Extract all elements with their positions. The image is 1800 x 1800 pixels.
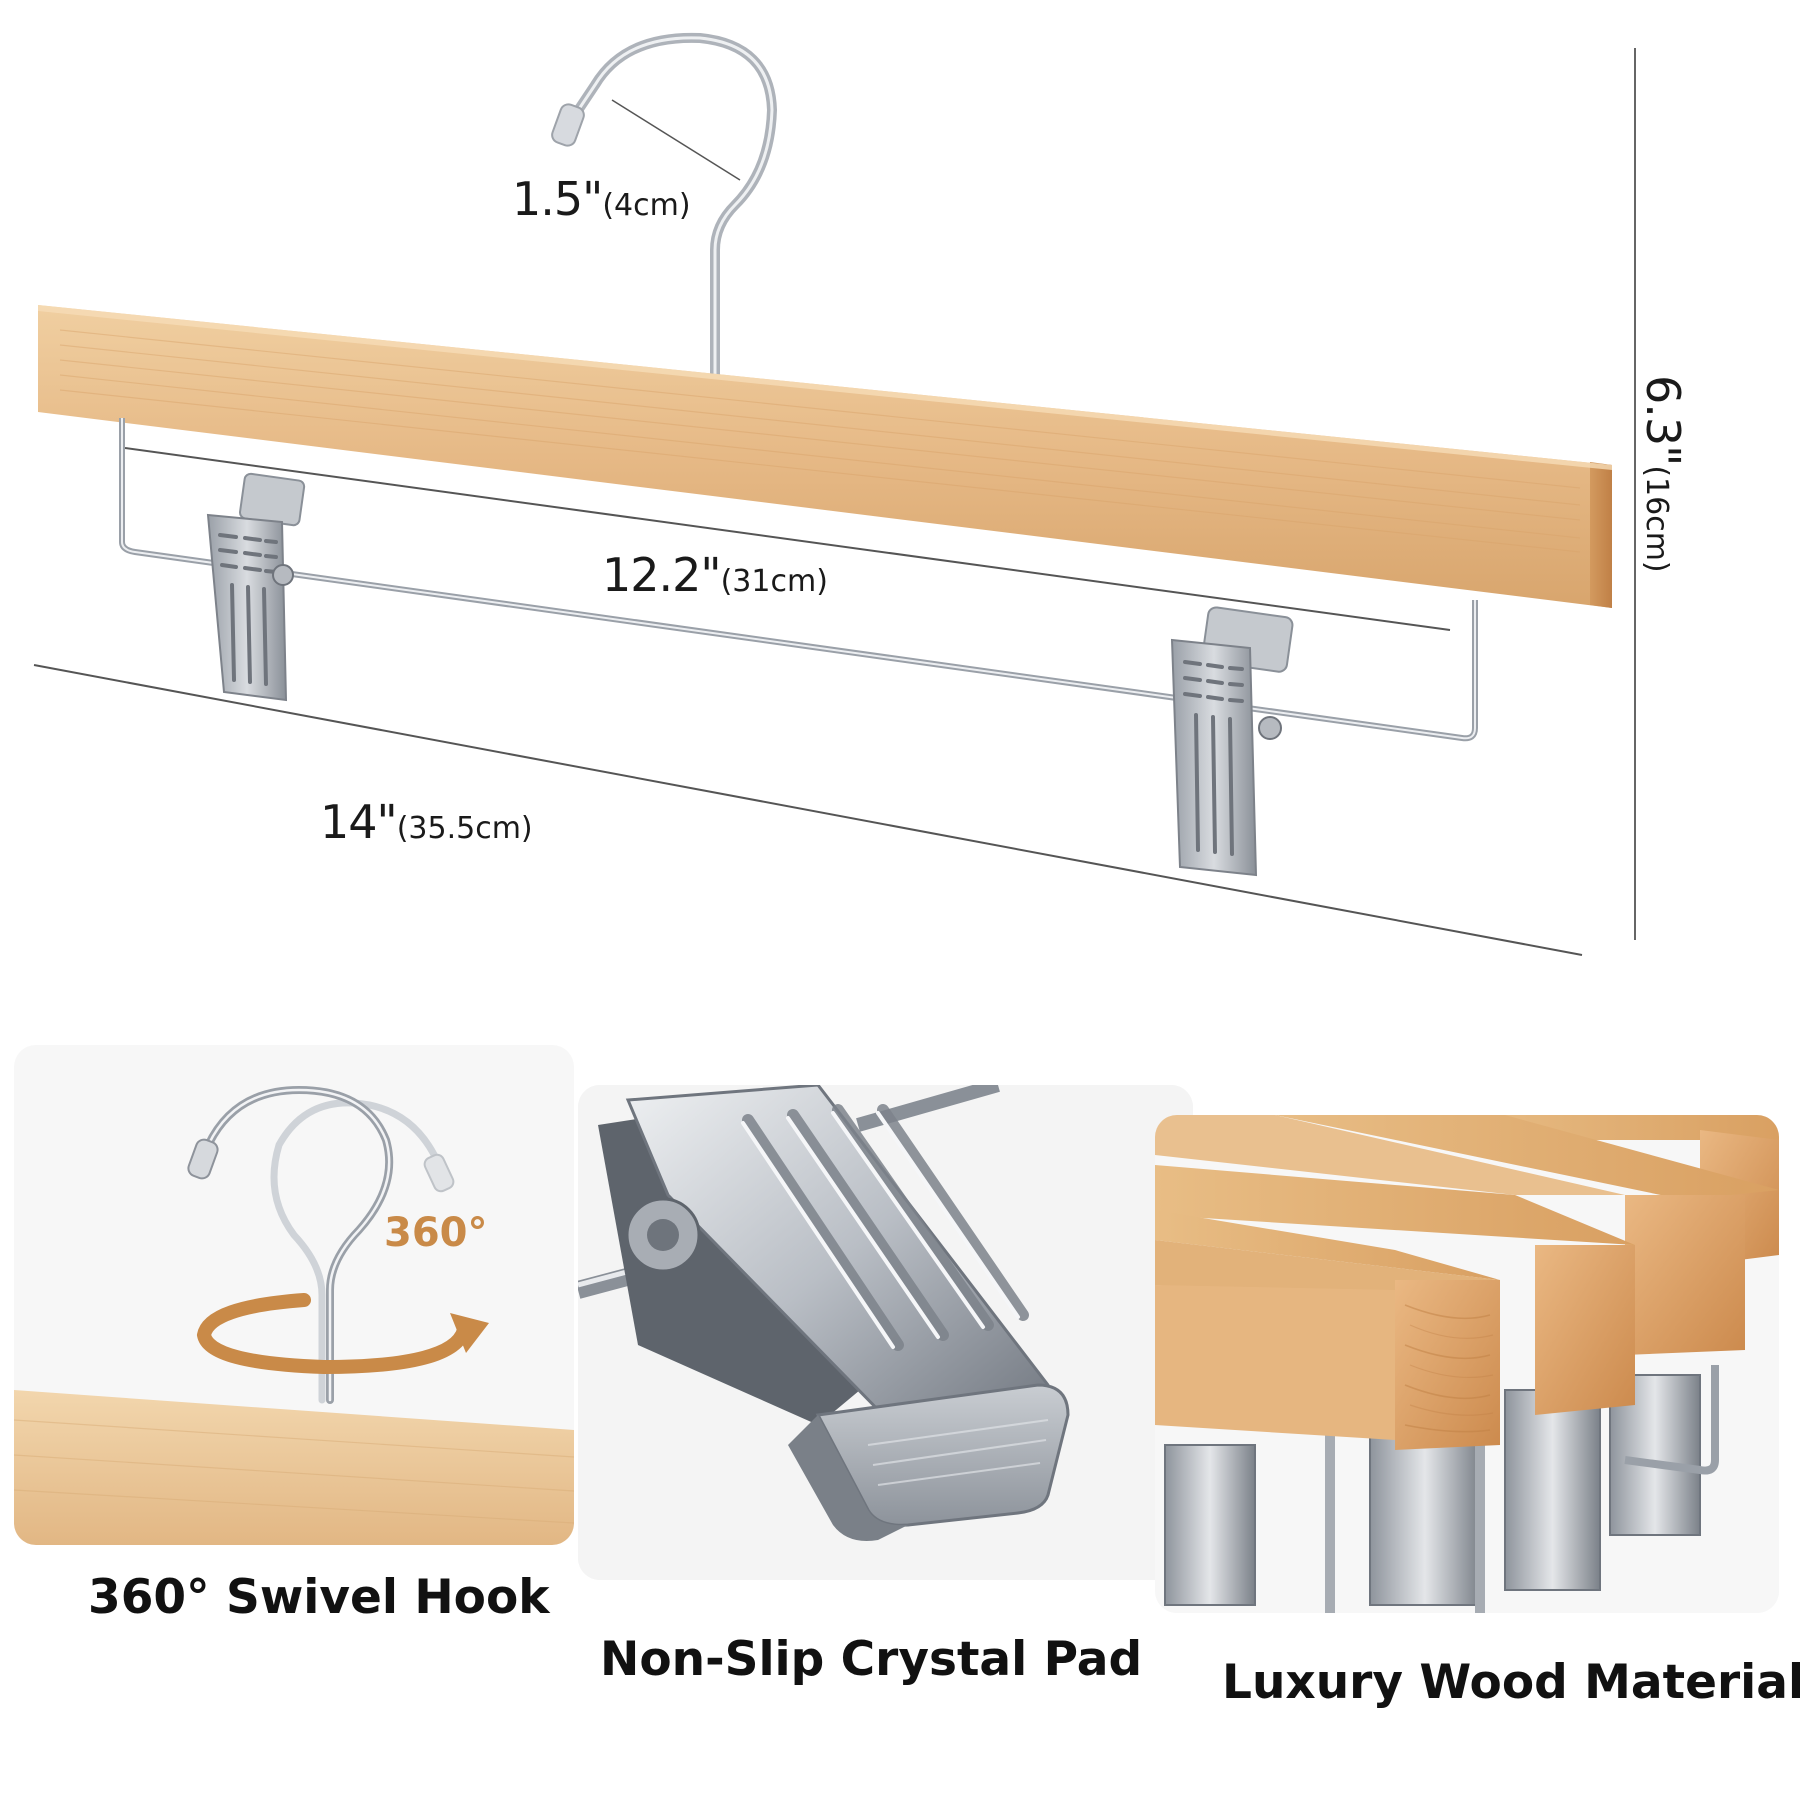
hook-icon: [551, 32, 778, 390]
clip-icon: [1170, 606, 1294, 877]
hook-dimension-label: 1.5"(4cm): [512, 172, 691, 226]
swivel-hook-panel: 360°: [14, 1045, 574, 1545]
wood-material-image: [1155, 1115, 1779, 1613]
height-dimension-label: 6.3"(16cm): [1636, 375, 1690, 573]
clip-span-dimension-line: [124, 447, 1451, 631]
clip-span-dimension-label: 12.2"(31cm): [602, 548, 828, 602]
crystal-pad-panel: [578, 1085, 1193, 1580]
length-dimension-line: [33, 664, 1583, 956]
length-dimension-label: 14"(35.5cm): [320, 795, 533, 849]
crystal-pad-caption: Non-Slip Crystal Pad: [600, 1632, 1143, 1687]
crystal-pad-image: [578, 1085, 1193, 1580]
wood-material-panel: [1155, 1115, 1779, 1613]
swivel-hook-caption: 360° Swivel Hook: [88, 1570, 550, 1625]
rotate-arrow-icon: [196, 1293, 489, 1375]
hanger-main-illustration: [33, 32, 1636, 956]
clip-icon: [206, 472, 306, 702]
wood-material-caption: Luxury Wood Material: [1222, 1655, 1800, 1710]
swivel-hook-image: [14, 1085, 574, 1545]
wood-bar: [38, 305, 1612, 608]
hook-dimension-line: [611, 99, 741, 181]
hook-icon: [270, 1099, 443, 1404]
swivel-degree-badge: 360°: [384, 1210, 488, 1256]
metal-rod: [119, 418, 1478, 742]
